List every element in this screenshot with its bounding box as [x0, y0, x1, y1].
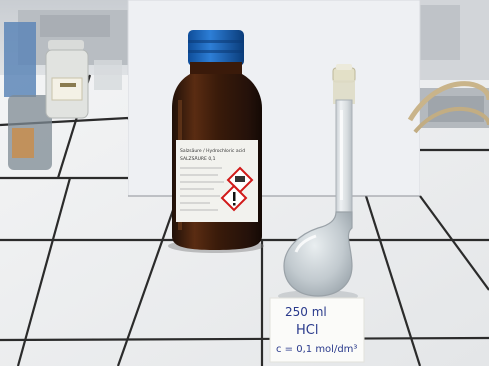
volumetric-flask	[278, 64, 358, 302]
hazard-pictogram-exclamation	[220, 184, 248, 212]
cabinet-drawer	[40, 15, 110, 37]
handwritten-note: 250 ml HCl c = 0,1 mol/dm³	[269, 297, 365, 363]
note-formula: HCl	[296, 323, 318, 338]
right-equipment	[407, 81, 489, 134]
bottle-cap	[188, 30, 244, 66]
bottle-label-line1: Salzsäure / Hydrochloric acid	[180, 148, 245, 154]
note-volume: 250 ml	[285, 305, 327, 319]
bottle-label: Salzsäure / Hydrochloric acid SALZSÄURE …	[176, 140, 258, 222]
flask-stopper	[332, 67, 356, 83]
note-concentration: c = 0,1 mol/dm³	[276, 344, 357, 355]
left-equipment	[4, 22, 122, 170]
acid-bottle: Salzsäure / Hydrochloric acid SALZSÄURE …	[168, 30, 264, 253]
backdrop-board	[128, 0, 420, 196]
bottle-label-line2: SALZSÄURE 0,1	[180, 155, 216, 162]
cabinet-door	[420, 5, 460, 60]
